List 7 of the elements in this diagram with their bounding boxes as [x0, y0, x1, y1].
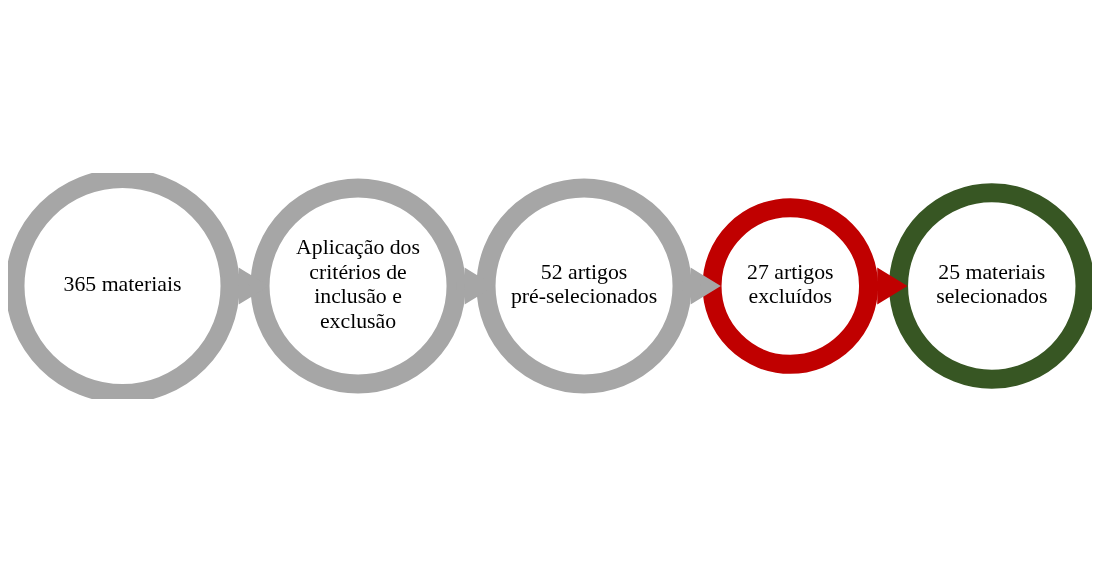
- node-circle: 25 materiais selecionados: [889, 183, 1092, 389]
- arrow: [877, 267, 908, 305]
- node-circle: 365 materiais: [8, 173, 240, 399]
- node-circle: 27 artigos excluídos: [702, 198, 879, 374]
- node-circle: 52 artigos pré-selecionados: [476, 178, 692, 394]
- node-circle: Aplicação dos critérios de inclusão e exclusão: [250, 178, 466, 394]
- arrow: [690, 267, 721, 305]
